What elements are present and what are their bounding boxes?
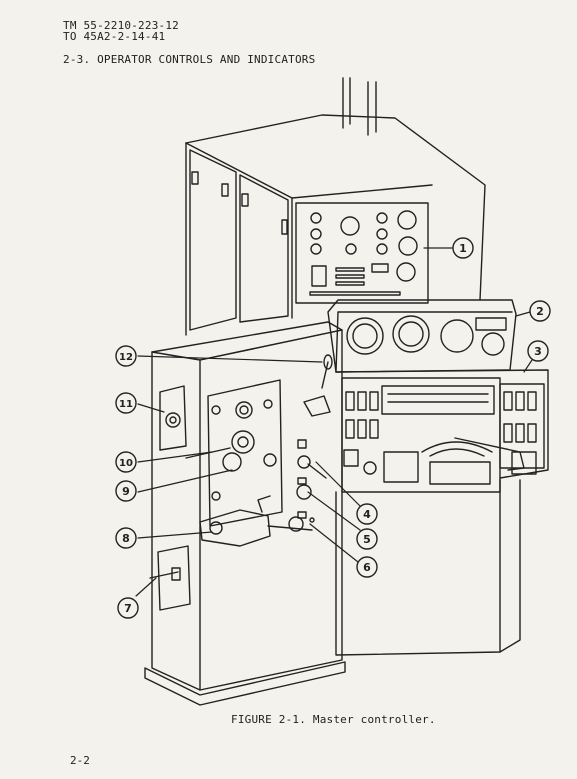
svg-text:7: 7 — [124, 602, 132, 615]
figure-caption: FIGURE 2-1. Master controller. — [231, 713, 436, 726]
svg-text:6: 6 — [363, 561, 371, 574]
rear-base — [335, 479, 521, 656]
svg-text:3: 3 — [534, 345, 542, 358]
callout-4: 4 — [356, 503, 378, 525]
callout-8: 8 — [115, 527, 137, 549]
callout-3: 3 — [527, 340, 549, 362]
callouts: 1 2 3 4 5 6 7 8 — [115, 237, 551, 619]
callout-11: 11 — [115, 392, 137, 414]
svg-text:11: 11 — [119, 399, 133, 410]
callout-12: 12 — [115, 345, 137, 367]
callout-7: 7 — [117, 597, 139, 619]
callout-2: 2 — [529, 300, 551, 322]
svg-text:1: 1 — [459, 242, 467, 255]
svg-text:5: 5 — [363, 533, 371, 546]
document-id-to: TO 45A2-2-14-41 — [63, 30, 166, 43]
front-control-stand — [144, 321, 346, 706]
svg-text:9: 9 — [122, 485, 130, 498]
callout-leaders — [135, 247, 533, 597]
top-pipes — [342, 77, 377, 136]
callout-6: 6 — [356, 556, 378, 578]
gauge-console — [327, 299, 517, 373]
page-number: 2-2 — [70, 754, 90, 767]
svg-text:8: 8 — [122, 532, 130, 545]
svg-text:10: 10 — [119, 458, 133, 469]
callout-10: 10 — [115, 451, 137, 473]
callout-5: 5 — [356, 528, 378, 550]
section-title: 2-3. OPERATOR CONTROLS AND INDICATORS — [63, 53, 316, 66]
callout-1: 1 — [452, 237, 474, 259]
callout-9: 9 — [115, 480, 137, 502]
svg-text:12: 12 — [119, 352, 133, 363]
lower-console — [335, 369, 549, 493]
upper-instrument-panel — [295, 202, 429, 304]
back-cabinet — [185, 114, 486, 336]
svg-text:2: 2 — [536, 305, 544, 318]
svg-text:4: 4 — [363, 508, 371, 521]
document-id-tm: TM 55-2210-223-12 — [63, 19, 179, 32]
